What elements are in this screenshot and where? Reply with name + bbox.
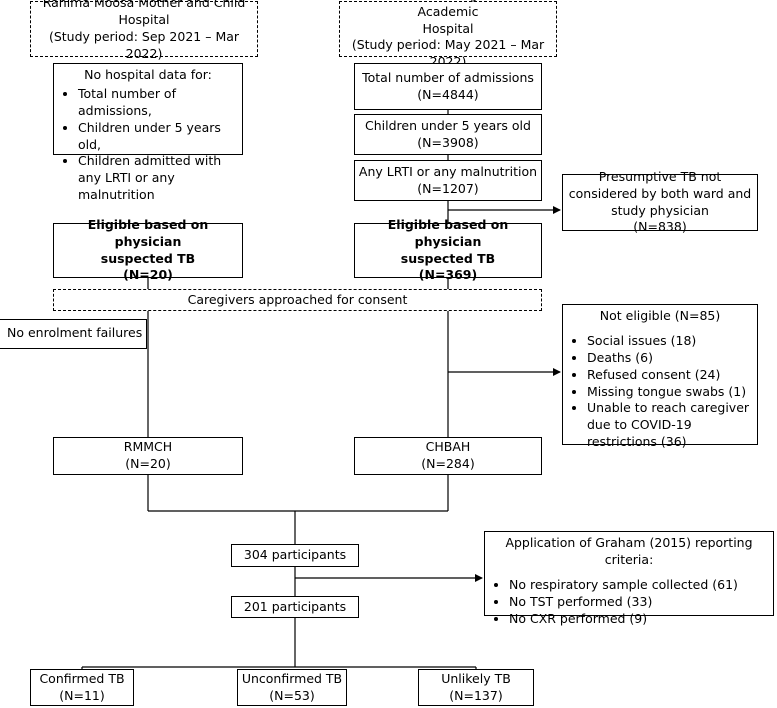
unconfirmed-label: Unconfirmed TB (241, 670, 343, 686)
chbah-hospital-header: Chris Hani Baragwanath Academic Hospital… (339, 0, 557, 69)
chbah-n: (N=284) (421, 456, 475, 471)
eligible-rmmch-box: Eligible based on physician suspected TB… (53, 217, 243, 282)
rmmch-header-line2: Hospital (118, 12, 170, 28)
not-eligible-box: Not eligible (N=85) Social issues (18) D… (562, 304, 758, 449)
lrti-malnutrition-box: Any LRTI or any malnutrition (N=1207) (354, 160, 542, 201)
caregivers-consent-box: Caregivers approached for consent (53, 289, 542, 311)
unlikely-tb-box: Unlikely TB (N=137) (418, 669, 534, 706)
eligible-chbah-n: (N=369) (418, 267, 478, 283)
graham-item: No respiratory sample collected (61) (509, 577, 767, 594)
lrti-n: (N=1207) (417, 180, 479, 196)
under5-box: Children under 5 years old (N=3908) (354, 114, 542, 155)
no-data-item: Children under 5 years old, (78, 120, 236, 154)
no-failures-label: No enrolment failures (7, 325, 143, 340)
no-data-title: No hospital data for: (84, 67, 212, 82)
presumptive-tb-box: Presumptive TB not considered by both wa… (562, 169, 758, 234)
no-enrolment-failures-box: No enrolment failures (0, 319, 147, 349)
chbah-header-line1: Chris Hani Baragwanath Academic (372, 0, 523, 19)
rmmch-hospital-header: Rahima Moosa Mother and Child Hospital (… (30, 0, 258, 61)
participants-304-label: 304 participants (243, 547, 347, 563)
not-eligible-item: Refused consent (24) (587, 367, 751, 384)
chbah-label: CHBAH (425, 439, 471, 455)
presumptive-label: Presumptive TB not considered by both wa… (568, 168, 752, 218)
no-hospital-data-box: No hospital data for: Total number of ad… (53, 63, 243, 202)
under5-label: Children under 5 years old (365, 117, 531, 133)
rmmch-header-line3: (Study period: Sep 2021 – Mar 2022) (48, 29, 240, 61)
no-data-list: Total number of admissions, Children und… (60, 86, 236, 204)
eligible-rmmch-line1: Eligible based on physician (87, 216, 209, 249)
graham-item: No CXR performed (9) (509, 611, 767, 628)
confirmed-n: (N=11) (59, 687, 105, 703)
participants-201-box: 201 participants (231, 596, 359, 618)
chbah-cohort-box: CHBAH (N=284) (354, 437, 542, 475)
eligible-rmmch-line2: suspected TB (100, 250, 196, 266)
rmmch-label: RMMCH (123, 439, 173, 455)
not-eligible-item: Social issues (18) (587, 333, 751, 350)
consent-label: Caregivers approached for consent (187, 291, 408, 307)
not-eligible-item: Missing tongue swabs (1) (587, 384, 751, 401)
rmmch-header-line1: Rahima Moosa Mother and Child (42, 0, 246, 11)
eligible-chbah-box: Eligible based on physician suspected TB… (354, 217, 542, 282)
confirmed-tb-box: Confirmed TB (N=11) (30, 669, 134, 706)
rmmch-n: (N=20) (125, 456, 171, 471)
graham-list: No respiratory sample collected (61) No … (491, 577, 767, 628)
unconfirmed-n: (N=53) (269, 687, 315, 703)
eligible-chbah-line1: Eligible based on physician (387, 216, 509, 249)
not-eligible-item: Unable to reach caregiver due to COVID-1… (587, 400, 751, 451)
not-eligible-item: Deaths (6) (587, 350, 751, 367)
total-admissions-n: (N=4844) (417, 86, 479, 102)
no-data-item: Children admitted with any LRTI or any m… (78, 153, 236, 204)
eligible-rmmch-n: (N=20) (123, 267, 173, 283)
unconfirmed-tb-box: Unconfirmed TB (N=53) (237, 669, 347, 706)
graham-item: No TST performed (33) (509, 594, 767, 611)
no-data-item: Total number of admissions, (78, 86, 236, 120)
eligible-chbah-line2: suspected TB (400, 250, 496, 266)
rmmch-cohort-box: RMMCH (N=20) (53, 437, 243, 475)
total-admissions-label: Total number of admissions (362, 69, 534, 85)
not-eligible-title: Not eligible (N=85) (599, 308, 721, 323)
unlikely-label: Unlikely TB (441, 670, 511, 686)
total-admissions-box: Total number of admissions (N=4844) (354, 63, 542, 110)
participants-201-label: 201 participants (243, 598, 347, 614)
chbah-header-line2: Hospital (422, 20, 474, 36)
participants-304-box: 304 participants (231, 544, 359, 567)
unlikely-n: (N=137) (449, 687, 503, 703)
not-eligible-list: Social issues (18) Deaths (6) Refused co… (569, 333, 751, 451)
graham-title: Application of Graham (2015) reporting c… (505, 535, 753, 567)
confirmed-label: Confirmed TB (39, 670, 125, 686)
under5-n: (N=3908) (417, 134, 479, 150)
lrti-label: Any LRTI or any malnutrition (358, 163, 538, 179)
presumptive-n: (N=838) (633, 219, 687, 235)
graham-criteria-box: Application of Graham (2015) reporting c… (484, 531, 774, 626)
